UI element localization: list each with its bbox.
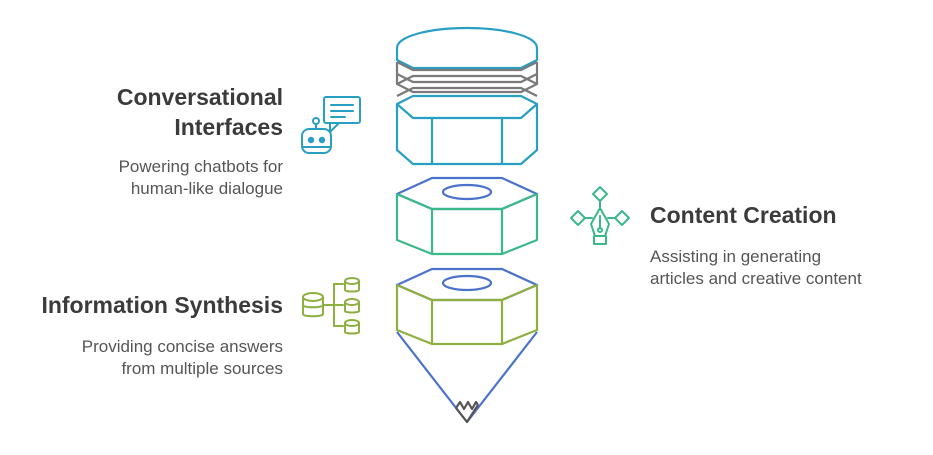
description-line: Providing concise answers [81,337,283,356]
description-line: human-like dialogue [130,179,283,198]
description-line: Assisting in generating [650,247,822,266]
information-synthesis-title: Information Synthesis [41,290,283,320]
title-line: Conversational [116,84,283,110]
title-line: Content Creation [650,202,837,228]
description-line: Powering chatbots for [118,157,283,176]
pencil-tip [396,331,538,424]
description-line: articles and creative content [650,269,862,288]
information-synthesis-description: Providing concise answers from multiple … [82,336,283,380]
pencil-eraser-top [395,26,539,70]
conversational-interfaces-title: Conversational Interfaces [117,82,283,142]
pencil-segment-top [395,94,539,166]
content-creation-description: Assisting in generating articles and cre… [650,246,862,290]
pencil-segment-lower [395,267,539,346]
content-creation-title: Content Creation [650,200,837,230]
description-line: from multiple sources [121,359,283,378]
pen-tool-icon [570,186,630,245]
title-line: Interfaces [174,114,283,140]
chatbot-icon [301,96,361,154]
title-line: Information Synthesis [41,292,283,318]
database-tree-icon [302,277,360,335]
pencil-segment-middle [395,176,539,256]
conversational-interfaces-description: Powering chatbots for human-like dialogu… [119,156,283,200]
pencil-ferrule-bands [395,61,539,97]
